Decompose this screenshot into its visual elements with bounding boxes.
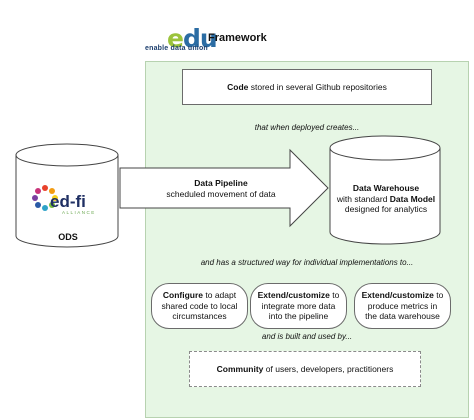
edu-logo-letter-d: d xyxy=(182,24,201,53)
data-pipeline-arrow xyxy=(119,148,329,228)
diagram-title: Framework xyxy=(208,32,267,44)
extend-warehouse-pill-bold: Extend/customize xyxy=(361,290,434,301)
edfi-logo-subtext: ALLIANCE xyxy=(62,210,96,215)
caption-structured-way: and has a structured way for individual … xyxy=(200,258,414,267)
caption-built-and-used: and is built and used by... xyxy=(261,332,353,341)
pipeline-label: Data Pipeline scheduled movement of data xyxy=(150,178,292,200)
edu-tagline: enable data union xyxy=(145,45,208,52)
edu-logo-letter-u: u xyxy=(199,24,218,53)
caption-deployed: that when deployed creates... xyxy=(254,123,360,132)
code-box: Code stored in several Github repositori… xyxy=(182,69,432,105)
pipeline-title: Data Pipeline xyxy=(194,178,248,188)
warehouse-label: Data Warehouse with standard Data Model … xyxy=(330,183,442,215)
extend-warehouse-pill: Extend/customize to produce metrics in t… xyxy=(354,283,451,329)
edu-logo-letter-e: e xyxy=(167,24,184,53)
configure-pill-bold: Configure xyxy=(162,290,204,301)
extend-pipeline-pill-bold: Extend/customize xyxy=(257,290,330,301)
code-box-bold: Code xyxy=(227,81,249,92)
edu-logo: edu xyxy=(167,24,218,53)
community-box: Community of users, developers, practiti… xyxy=(189,351,421,387)
community-box-bold: Community xyxy=(216,363,264,374)
ods-cylinder xyxy=(15,143,119,248)
ods-label: ODS xyxy=(58,232,78,242)
configure-pill: Configure to adapt shared code to local … xyxy=(151,283,248,329)
warehouse-line3: designed for analytics xyxy=(344,204,428,214)
extend-pipeline-pill-text: to integrate more data into the pipeline xyxy=(261,290,340,322)
extend-warehouse-pill-text: to produce metrics in the data warehouse xyxy=(365,290,444,322)
warehouse-line2-prefix: with standard xyxy=(336,193,390,204)
community-box-text: of users, developers, practitioners xyxy=(263,363,394,374)
configure-pill-text: to adapt shared code to local circumstan… xyxy=(161,290,238,322)
edfi-logo-text: ed-fi xyxy=(50,192,86,211)
warehouse-data-model: Data Model xyxy=(389,193,436,204)
pipeline-subtitle: scheduled movement of data xyxy=(166,189,276,199)
extend-pipeline-pill: Extend/customize to integrate more data … xyxy=(250,283,347,329)
code-box-text: stored in several Github repositories xyxy=(248,81,387,92)
warehouse-cylinder xyxy=(329,135,441,245)
warehouse-title: Data Warehouse xyxy=(352,183,420,193)
edfi-logo-mark xyxy=(32,185,58,211)
